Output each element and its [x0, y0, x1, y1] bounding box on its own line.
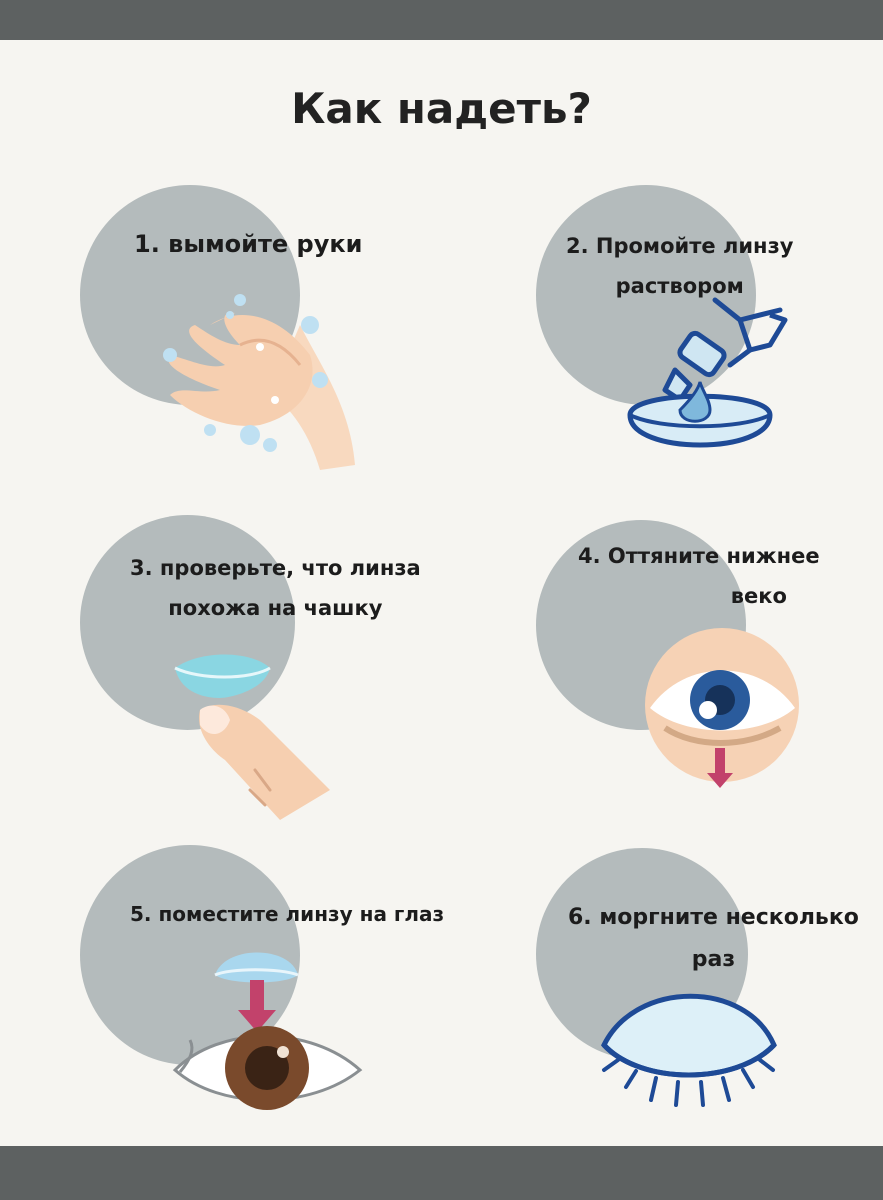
step-1-label: 1. вымойте руки [134, 230, 363, 258]
page-title: Как надеть? [291, 84, 592, 133]
lens-onto-eye-icon [172, 952, 363, 1110]
bottom-bar [0, 1146, 883, 1200]
blinking-eye-icon [600, 993, 777, 1107]
lens-solution-icon [627, 297, 788, 448]
step-3-circle [80, 515, 295, 730]
lens-on-finger-icon [174, 654, 330, 820]
washing-hands-icon [163, 294, 355, 470]
step-6-label: 6. моргните несколько раз [568, 905, 859, 972]
step-4-label: 4. Оттяните нижнее веко [578, 544, 820, 608]
eye-pull-lid-icon [645, 628, 799, 788]
step-3-label: 3. проверьте, что линза похожа на чашку [130, 556, 421, 620]
step-5-label: 5. поместите линзу на глаз [130, 902, 445, 926]
top-bar [0, 0, 883, 40]
step-2-label: 2. Промойте линзу раствором [566, 234, 794, 298]
